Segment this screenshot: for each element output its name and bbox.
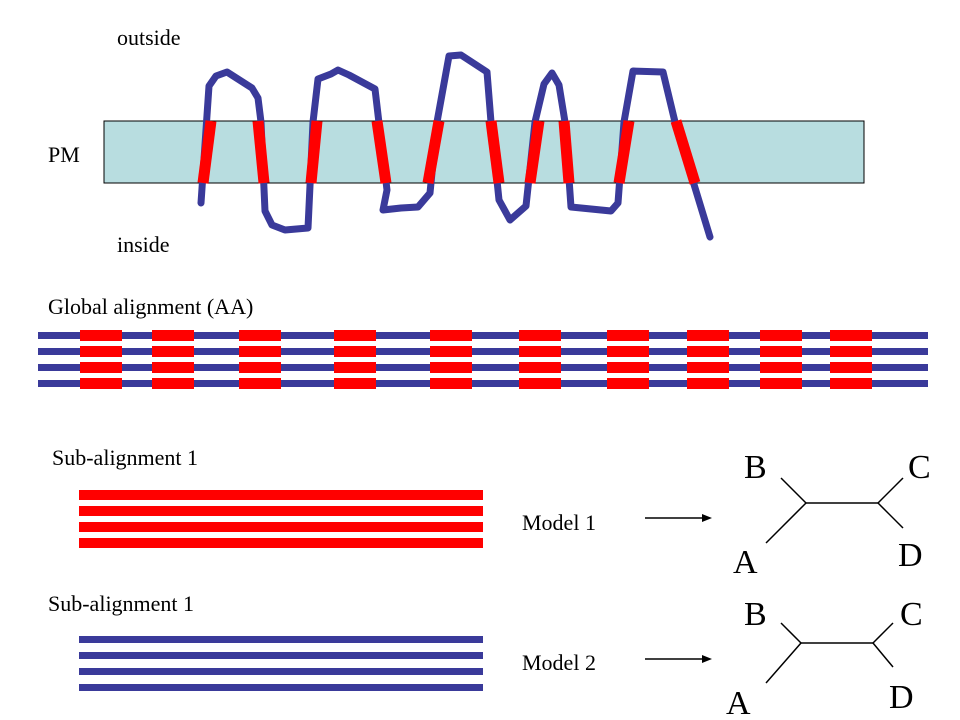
tree-branch — [765, 502, 807, 544]
alignment-sequences — [38, 332, 928, 387]
inside-label: inside — [117, 232, 170, 257]
alignment-block — [80, 330, 122, 389]
sequence-line — [79, 490, 483, 500]
alignment-block — [830, 330, 872, 389]
tree-leaf-b: B — [744, 449, 767, 486]
model-2-arrow — [645, 655, 712, 663]
alignment-block — [607, 330, 649, 389]
alignment-block — [687, 330, 729, 389]
tree-model-2: B C A D — [726, 596, 923, 720]
sequence-line — [38, 332, 928, 339]
transmembrane-segments — [197, 119, 701, 185]
tm-segment — [252, 120, 270, 184]
sub-alignment-blue-title: Sub-alignment 1 — [48, 591, 194, 616]
tm-segment — [524, 120, 545, 184]
tree-branch — [780, 622, 802, 644]
sequence-line — [79, 538, 483, 548]
outside-label: outside — [117, 25, 181, 50]
tree-model-1: B C A D — [733, 449, 931, 581]
sequence-line — [38, 348, 928, 355]
tree-branch — [877, 502, 904, 529]
alignment-block — [152, 330, 194, 389]
sub-alignment-red-title: Sub-alignment 1 — [52, 445, 198, 470]
tree-leaf-a: A — [726, 685, 751, 720]
model-1-label: Model 1 — [522, 510, 596, 535]
tree-branch — [765, 642, 802, 684]
alignment-block — [430, 330, 472, 389]
sub-alignment-red — [79, 490, 483, 548]
tm-segment — [670, 119, 701, 185]
tree-branch — [872, 642, 894, 668]
sequence-line — [79, 522, 483, 532]
tm-segment — [485, 120, 505, 184]
alignment-block — [239, 330, 281, 389]
tree-leaf-c: C — [900, 596, 923, 633]
sequence-line — [79, 652, 483, 659]
tree-branch — [877, 477, 904, 504]
alignment-block — [760, 330, 802, 389]
alignment-block — [519, 330, 561, 389]
sequence-line — [79, 684, 483, 691]
tree-leaf-b: B — [744, 596, 767, 633]
sequence-line — [79, 668, 483, 675]
tm-segment — [613, 120, 635, 184]
sequence-line — [79, 636, 483, 643]
model-1-arrow — [645, 514, 712, 522]
tm-segment — [197, 120, 217, 184]
sequence-line — [38, 364, 928, 371]
tree-leaf-c: C — [908, 449, 931, 486]
sub-alignment-blue — [79, 636, 483, 691]
tm-segment — [558, 120, 575, 184]
global-alignment-title: Global alignment (AA) — [48, 294, 253, 319]
tree-leaf-d: D — [898, 537, 923, 574]
tm-segment — [422, 120, 445, 184]
tree-branch — [780, 477, 807, 504]
global-alignment — [38, 330, 928, 389]
sequence-line — [79, 506, 483, 516]
tm-segment — [371, 120, 392, 184]
tree-branch — [872, 622, 894, 644]
plasma-membrane — [103, 120, 865, 184]
alignment-block — [334, 330, 376, 389]
sequence-line — [38, 380, 928, 387]
alignment-blocks — [80, 330, 872, 389]
tree-leaf-a: A — [733, 544, 758, 581]
tm-segment — [305, 120, 323, 184]
model-2-label: Model 2 — [522, 650, 596, 675]
tree-leaf-d: D — [889, 679, 914, 716]
protein-chain — [197, 51, 714, 241]
pm-label: PM — [48, 142, 80, 167]
